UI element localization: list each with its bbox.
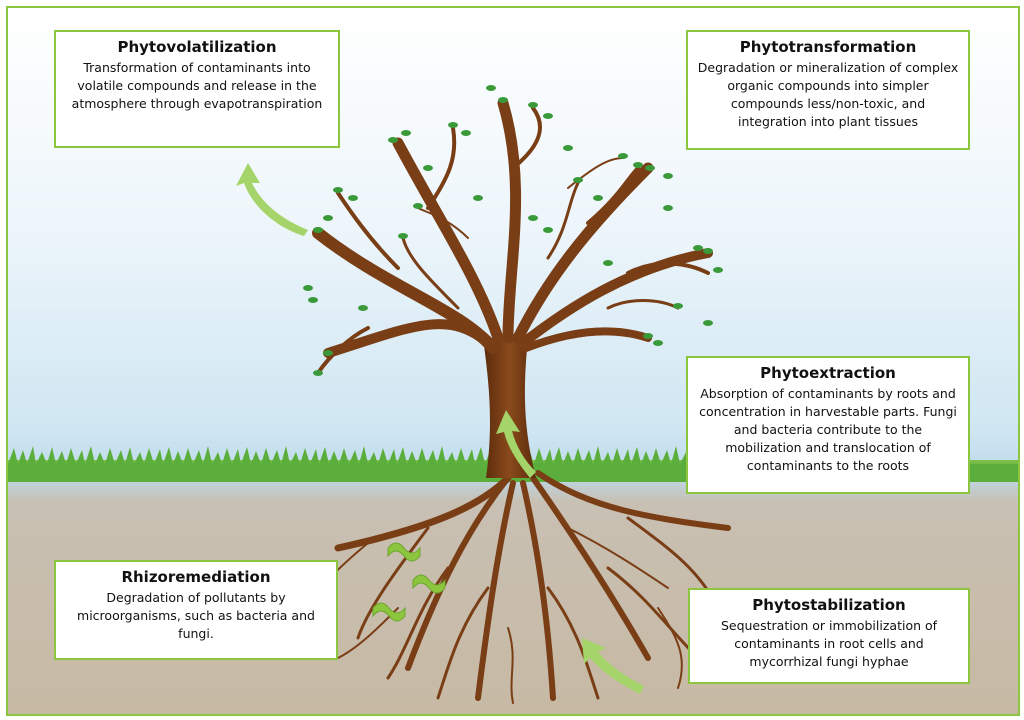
- phytostabilization-box: Phytostabilization Sequestration or immo…: [688, 588, 970, 684]
- phytostabilization-text: Sequestration or immobilization of conta…: [720, 618, 938, 669]
- rhizoremediation-box: Rhizoremediation Degradation of pollutan…: [54, 560, 338, 660]
- branches-icon: [312, 97, 713, 375]
- phytotransformation-text: Degradation or mineralization of complex…: [697, 60, 959, 129]
- rhizoremediation-title: Rhizoremediation: [121, 568, 271, 586]
- phytovolatilization-text: Transformation of contaminants into vola…: [71, 60, 323, 111]
- trunk-icon: [483, 338, 536, 478]
- bacteria-icon: [372, 542, 446, 622]
- phytotransformation-title: Phytotransformation: [739, 38, 917, 56]
- phytostabilization-title: Phytostabilization: [752, 596, 906, 614]
- roots-icon: [307, 470, 731, 704]
- rhizoremediation-text: Degradation of pollutants by microorgani…: [77, 590, 315, 641]
- phytoextraction-text: Absorption of contaminants by roots and …: [699, 386, 957, 473]
- diagram-frame: Phytovolatilization Transformation of co…: [6, 6, 1020, 716]
- leaf-icon: [303, 85, 723, 376]
- phytovolatilization-box: Phytovolatilization Transformation of co…: [54, 30, 340, 148]
- phytovolatilization-title: Phytovolatilization: [117, 38, 277, 56]
- phytoextraction-title: Phytoextraction: [760, 364, 896, 382]
- phytoextraction-box: Phytoextraction Absorption of contaminan…: [686, 356, 970, 494]
- arrow-icon: [236, 163, 644, 694]
- phytotransformation-box: Phytotransformation Degradation or miner…: [686, 30, 970, 150]
